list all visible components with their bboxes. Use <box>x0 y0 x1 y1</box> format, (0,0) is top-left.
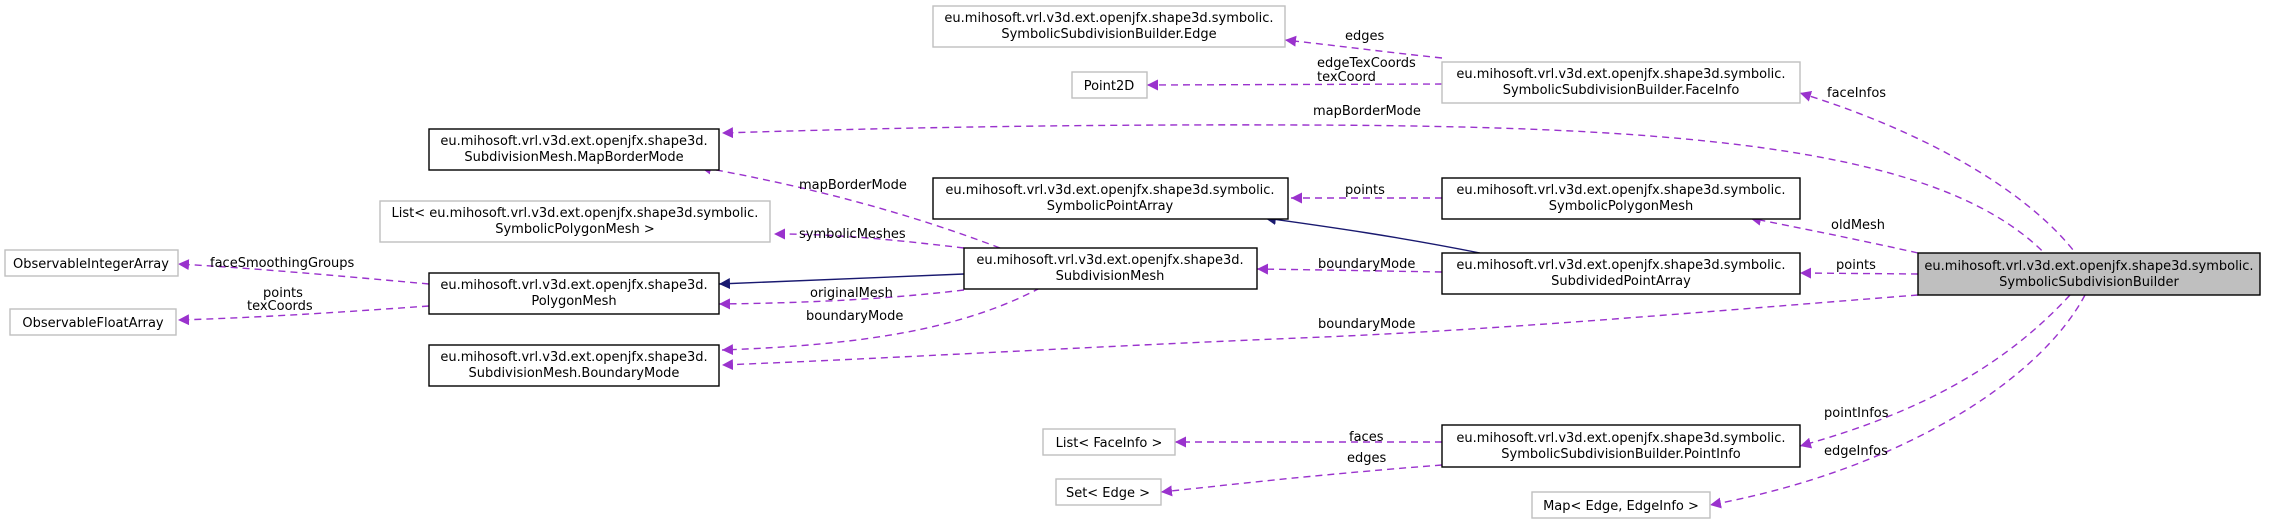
node-polygon-mesh-line2: PolygonMesh <box>531 294 616 309</box>
edge-builder-to-faceinfo <box>1799 90 2081 260</box>
label-edges-pointinfo: edges <box>1347 451 1387 466</box>
node-list-symbolic-polygon-mesh[interactable]: List< eu.mihosoft.vrl.v3d.ext.openjfx.sh… <box>379 200 771 243</box>
node-list-symbolic-polygon-mesh-line2: SymbolicPolygonMesh > <box>495 222 655 237</box>
node-map-border-mode[interactable]: eu.mihosoft.vrl.v3d.ext.openjfx.shape3d.… <box>428 128 720 171</box>
edge-mesh-to-list-polymesh <box>773 228 965 249</box>
edge-labels-layer: edges edgeTexCoords texCoord faceInfos m… <box>210 29 1889 466</box>
node-set-edge-line1: Set< Edge > <box>1066 486 1150 501</box>
edge-mesh-to-mapbordermode <box>699 163 1001 249</box>
edge-pointinfo-to-setedge <box>1160 464 1443 497</box>
node-map-edge-edgeinfo-line1: Map< Edge, EdgeInfo > <box>1543 499 1699 514</box>
node-symbolic-polygon-mesh-line2: SymbolicPolygonMesh <box>1549 199 1694 214</box>
label-edges-faceinfo: edges <box>1345 29 1385 44</box>
edges-layer <box>177 35 2086 509</box>
label-boundarymode-mesh: boundaryMode <box>806 309 903 324</box>
node-polygon-mesh-line1: eu.mihosoft.vrl.v3d.ext.openjfx.shape3d. <box>440 278 707 293</box>
node-subdivided-point-array-line2: SubdividedPointArray <box>1551 274 1691 289</box>
node-edge-line1: eu.mihosoft.vrl.v3d.ext.openjfx.shape3d.… <box>944 11 1273 26</box>
node-subdivision-mesh[interactable]: eu.mihosoft.vrl.v3d.ext.openjfx.shape3d.… <box>963 247 1258 290</box>
nodes-layer: eu.mihosoft.vrl.v3d.ext.openjfx.shape3d.… <box>4 5 2261 519</box>
node-polygon-mesh[interactable]: eu.mihosoft.vrl.v3d.ext.openjfx.shape3d.… <box>428 272 720 315</box>
node-edge[interactable]: eu.mihosoft.vrl.v3d.ext.openjfx.shape3d.… <box>932 5 1286 48</box>
edge-builder-to-pointinfo <box>1799 294 2071 449</box>
label-oldmesh: oldMesh <box>1831 218 1885 233</box>
node-subdivided-point-array-line1: eu.mihosoft.vrl.v3d.ext.openjfx.shape3d.… <box>1456 258 1785 273</box>
node-subdivision-mesh-line2: SubdivisionMesh <box>1056 269 1165 284</box>
node-subdivided-point-array[interactable]: eu.mihosoft.vrl.v3d.ext.openjfx.shape3d.… <box>1441 252 1801 295</box>
node-point-info-line2: SymbolicSubdivisionBuilder.PointInfo <box>1501 447 1741 462</box>
node-map-border-mode-line2: SubdivisionMesh.MapBorderMode <box>464 150 683 165</box>
node-point-info[interactable]: eu.mihosoft.vrl.v3d.ext.openjfx.shape3d.… <box>1441 424 1801 468</box>
label-points: points <box>263 286 303 301</box>
label-edgetexcoords: edgeTexCoords <box>1317 56 1416 71</box>
node-face-info-line2: SymbolicSubdivisionBuilder.FaceInfo <box>1503 83 1740 98</box>
edge-mesh-to-boundarymode <box>721 287 1041 356</box>
edge-builder-to-points <box>1799 267 1919 279</box>
node-point2d[interactable]: Point2D <box>1071 71 1148 99</box>
label-symbolicmeshes: symbolicMeshes <box>799 227 906 242</box>
node-boundary-mode-line1: eu.mihosoft.vrl.v3d.ext.openjfx.shape3d. <box>440 350 707 365</box>
label-points-polygonmesh: points <box>1345 183 1385 198</box>
node-point2d-line1: Point2D <box>1084 79 1135 94</box>
label-boundarymode-points: boundaryMode <box>1318 257 1415 272</box>
node-observable-integer-array[interactable]: ObservableIntegerArray <box>4 249 179 277</box>
node-symbolic-polygon-mesh[interactable]: eu.mihosoft.vrl.v3d.ext.openjfx.shape3d.… <box>1441 177 1801 220</box>
node-list-face-info-line1: List< FaceInfo > <box>1056 436 1163 451</box>
edge-builder-to-mapbordermode <box>721 124 2051 260</box>
node-list-symbolic-polygon-mesh-line1: List< eu.mihosoft.vrl.v3d.ext.openjfx.sh… <box>392 206 759 221</box>
node-symbolic-point-array-line1: eu.mihosoft.vrl.v3d.ext.openjfx.shape3d.… <box>945 183 1274 198</box>
node-symbolic-point-array[interactable]: eu.mihosoft.vrl.v3d.ext.openjfx.shape3d.… <box>932 177 1289 220</box>
node-boundary-mode[interactable]: eu.mihosoft.vrl.v3d.ext.openjfx.shape3d.… <box>428 344 720 387</box>
label-boundarymode-builder: boundaryMode <box>1318 317 1415 332</box>
edge-points-to-mesh <box>1256 263 1443 275</box>
inherit-subdivided-to-pointarray <box>1264 214 1481 254</box>
node-face-info[interactable]: eu.mihosoft.vrl.v3d.ext.openjfx.shape3d.… <box>1441 61 1801 104</box>
label-facesmoothinggroups: faceSmoothingGroups <box>210 256 355 271</box>
edge-faceinfo-to-point2d <box>1146 79 1443 91</box>
node-list-face-info[interactable]: List< FaceInfo > <box>1042 428 1176 456</box>
node-map-border-mode-line1: eu.mihosoft.vrl.v3d.ext.openjfx.shape3d. <box>440 134 707 149</box>
edge-polygonmesh-to-floatarray <box>177 305 430 326</box>
label-mapbordermode-mesh: mapBorderMode <box>799 178 907 193</box>
node-symbolic-subdivision-builder[interactable]: eu.mihosoft.vrl.v3d.ext.openjfx.shape3d.… <box>1917 252 2261 296</box>
node-subdivision-mesh-line1: eu.mihosoft.vrl.v3d.ext.openjfx.shape3d. <box>976 253 1243 268</box>
node-set-edge[interactable]: Set< Edge > <box>1055 478 1162 506</box>
label-points-builder: points <box>1836 258 1876 273</box>
node-map-edge-edgeinfo[interactable]: Map< Edge, EdgeInfo > <box>1531 491 1711 519</box>
edge-polygonmesh-to-intarray <box>177 259 430 285</box>
label-faces: faces <box>1349 430 1384 445</box>
node-edge-line2: SymbolicSubdivisionBuilder.Edge <box>1001 27 1216 42</box>
label-edgeinfos: edgeInfos <box>1824 444 1888 459</box>
edge-mesh-to-polygonmesh-original <box>718 289 965 310</box>
node-point-info-line1: eu.mihosoft.vrl.v3d.ext.openjfx.shape3d.… <box>1456 431 1785 446</box>
node-observable-float-array-line1: ObservableFloatArray <box>22 316 164 331</box>
label-texcoord: texCoord <box>1317 70 1376 85</box>
edge-builder-to-mapedgeinfo <box>1709 294 2086 509</box>
node-observable-float-array[interactable]: ObservableFloatArray <box>9 308 177 336</box>
label-mapbordermode-builder: mapBorderMode <box>1313 104 1421 119</box>
node-symbolic-subdivision-builder-line1: eu.mihosoft.vrl.v3d.ext.openjfx.shape3d.… <box>1924 259 2253 274</box>
node-boundary-mode-line2: SubdivisionMesh.BoundaryMode <box>469 366 680 381</box>
node-face-info-line1: eu.mihosoft.vrl.v3d.ext.openjfx.shape3d.… <box>1456 67 1785 82</box>
node-symbolic-subdivision-builder-line2: SymbolicSubdivisionBuilder <box>1999 275 2179 290</box>
label-pointinfos: pointInfos <box>1824 406 1889 421</box>
node-symbolic-point-array-line2: SymbolicPointArray <box>1047 199 1174 214</box>
edge-builder-to-polymesh <box>1749 214 1919 254</box>
label-faceinfos: faceInfos <box>1827 86 1886 101</box>
label-originalmesh: originalMesh <box>810 286 893 301</box>
node-symbolic-polygon-mesh-line1: eu.mihosoft.vrl.v3d.ext.openjfx.shape3d.… <box>1456 183 1785 198</box>
label-texcoords: texCoords <box>247 299 313 314</box>
node-observable-integer-array-line1: ObservableIntegerArray <box>13 257 169 272</box>
inherit-mesh-to-polygonmesh <box>718 273 965 290</box>
edge-builder-to-boundarymode <box>721 294 1919 371</box>
